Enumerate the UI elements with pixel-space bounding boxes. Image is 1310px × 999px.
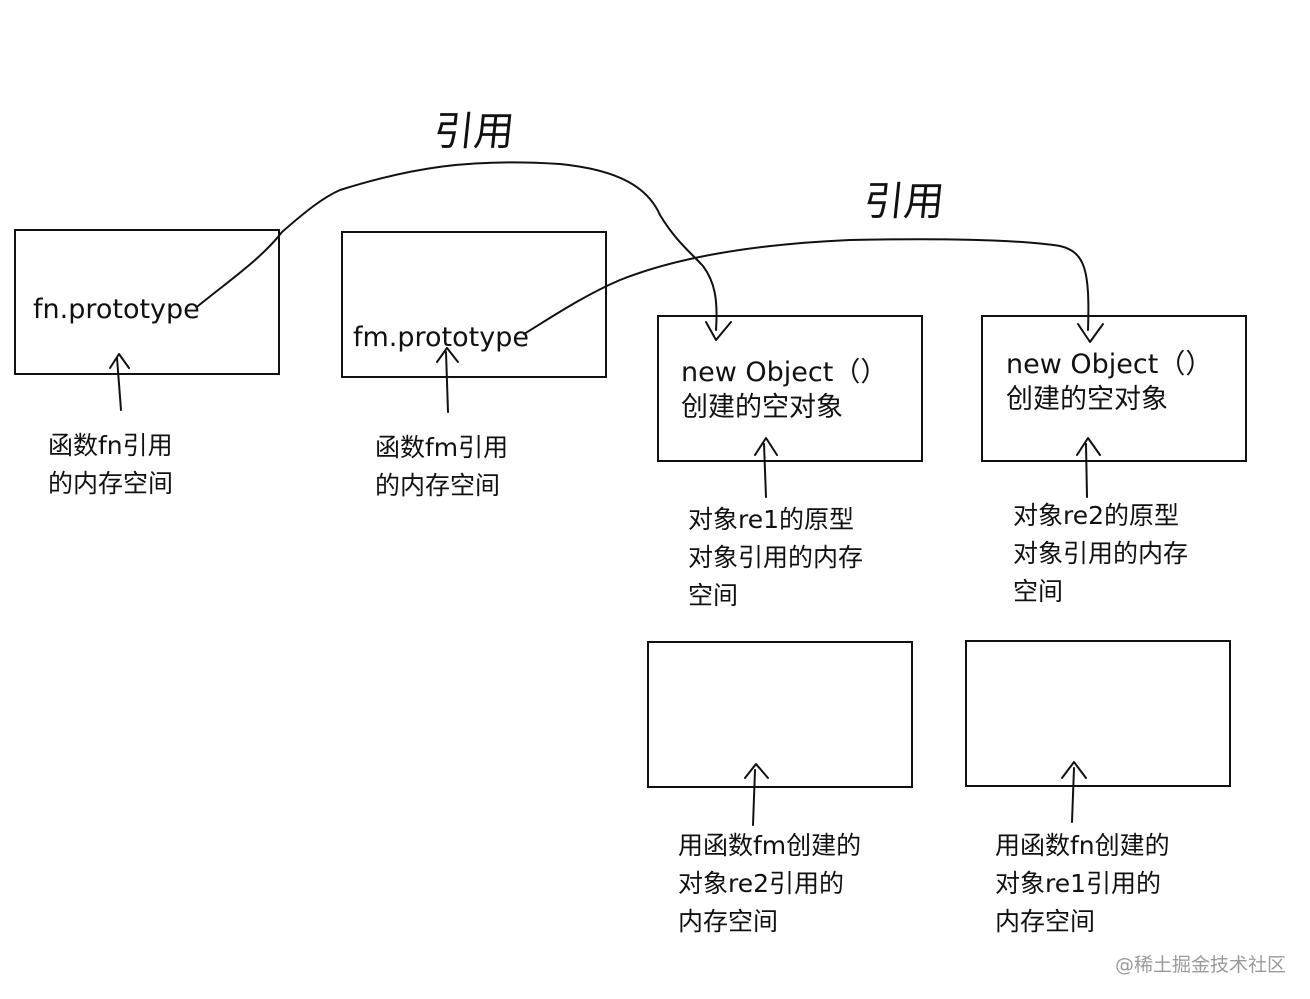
re2-created-caption-line1: 用函数fm创建的: [678, 831, 862, 860]
re2-memory-box: [647, 641, 913, 788]
re1-prototype-caption-line1: 对象re1的原型: [688, 505, 855, 534]
object-1-label-line1: new Object（）: [681, 357, 888, 388]
re1-prototype-caption-line2: 对象引用的内存: [688, 543, 864, 572]
re1-memory-box: [965, 640, 1231, 787]
pointer-arrow-fm: [436, 347, 459, 413]
reference-label: 引用: [431, 109, 517, 155]
object-2-label-line1: new Object（）: [1006, 349, 1213, 380]
re1-prototype-caption-line3: 空间: [688, 581, 739, 610]
re1-created-caption-line3: 内存空间: [995, 907, 1096, 936]
pointer-arrow-fn: [109, 353, 130, 411]
object-1-label-line2: 创建的空对象: [681, 392, 843, 423]
watermark: @稀土掘金技术社区: [1114, 954, 1286, 976]
reference-arrowhead-fn: [705, 321, 732, 341]
re2-prototype-caption-line3: 空间: [1013, 577, 1064, 606]
pointer-arrow-re1-prototype: [754, 437, 778, 498]
pointer-arrow-re1-created: [1061, 761, 1087, 823]
object-1-box: [657, 315, 923, 462]
re2-prototype-caption-line1: 对象re2的原型: [1013, 501, 1180, 530]
fn-prototype-label: fn.prototype: [33, 294, 200, 325]
re1-created-caption-line1: 用函数fn创建的: [995, 831, 1170, 860]
object-2-box: [981, 315, 1247, 462]
fn-memory-caption-line2: 的内存空间: [48, 469, 174, 498]
fn-memory-caption-line1: 函数fn引用: [48, 431, 173, 460]
fm-memory-caption-line1: 函数fm引用: [375, 433, 509, 462]
pointer-arrow-re2-prototype: [1076, 437, 1101, 498]
reference-curve-fn: [197, 161, 718, 331]
fm-prototype-label: fm.prototype: [353, 322, 529, 353]
fm-prototype-box: [341, 231, 607, 378]
object-2-label-line2: 创建的空对象: [1006, 384, 1168, 415]
re2-created-caption-line3: 内存空间: [678, 907, 779, 936]
reference-label: 引用: [861, 179, 947, 225]
reference-arrowhead-fm: [1077, 323, 1104, 343]
re1-created-caption-line2: 对象re1引用的: [995, 869, 1162, 898]
pointer-arrow-re2-created: [744, 763, 769, 826]
re2-prototype-caption-line2: 对象引用的内存: [1013, 539, 1189, 568]
re2-created-caption-line2: 对象re2引用的: [678, 869, 845, 898]
fn-prototype-box: [14, 229, 280, 375]
reference-curve-fm: [523, 238, 1090, 335]
fm-memory-caption-line2: 的内存空间: [375, 471, 501, 500]
